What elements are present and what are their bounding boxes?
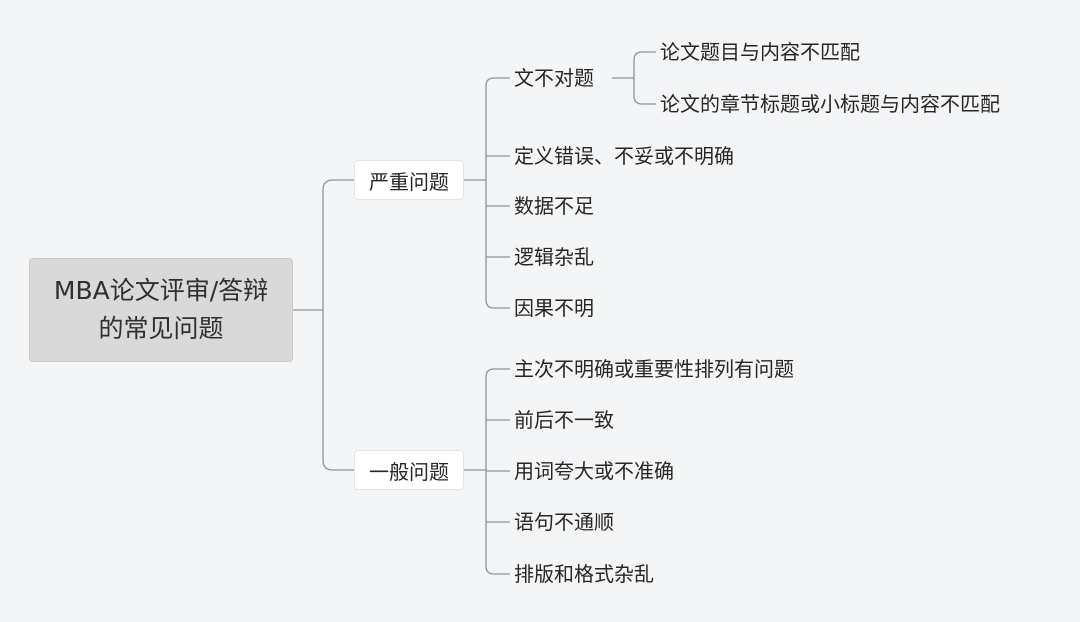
- leaf-node-chaotic-logic[interactable]: 逻辑杂乱: [514, 245, 594, 269]
- leaf-node-definition-error[interactable]: 定义错误、不妥或不明确: [514, 144, 734, 168]
- leaf-node-inconsistent[interactable]: 前后不一致: [514, 408, 614, 432]
- branch-node-general[interactable]: 一般问题: [354, 450, 464, 490]
- connector-root-to-serious: [322, 179, 354, 310]
- leaf-node-mismatch[interactable]: 文不对题: [514, 66, 594, 90]
- connector-mismatch-to-children: [633, 51, 656, 105]
- branch-label: 一般问题: [369, 459, 449, 484]
- leaf-node-heading-mismatch[interactable]: 论文的章节标题或小标题与内容不匹配: [660, 92, 1000, 116]
- branch-node-serious[interactable]: 严重问题: [354, 160, 464, 200]
- leaf-node-insufficient-data[interactable]: 数据不足: [514, 194, 594, 218]
- connector-root-to-general: [322, 310, 354, 471]
- root-title-line-2: 的常见问题: [98, 314, 224, 343]
- connector-serious-spine: [485, 77, 510, 309]
- leaf-node-messy-formatting[interactable]: 排版和格式杂乱: [514, 562, 654, 586]
- leaf-node-priority-unclear[interactable]: 主次不明确或重要性排列有问题: [514, 357, 794, 381]
- connector-general-spine: [485, 368, 510, 575]
- root-title-line-1: MBA论文评审/答辩: [53, 276, 269, 305]
- leaf-node-exaggerated-wording[interactable]: 用词夸大或不准确: [514, 459, 674, 483]
- leaf-node-unclear-causality[interactable]: 因果不明: [514, 296, 594, 320]
- leaf-node-title-mismatch[interactable]: 论文题目与内容不匹配: [660, 40, 860, 64]
- leaf-node-awkward-sentences[interactable]: 语句不通顺: [514, 510, 614, 534]
- branch-label: 严重问题: [369, 169, 449, 194]
- root-node[interactable]: MBA论文评审/答辩 的常见问题: [29, 258, 293, 362]
